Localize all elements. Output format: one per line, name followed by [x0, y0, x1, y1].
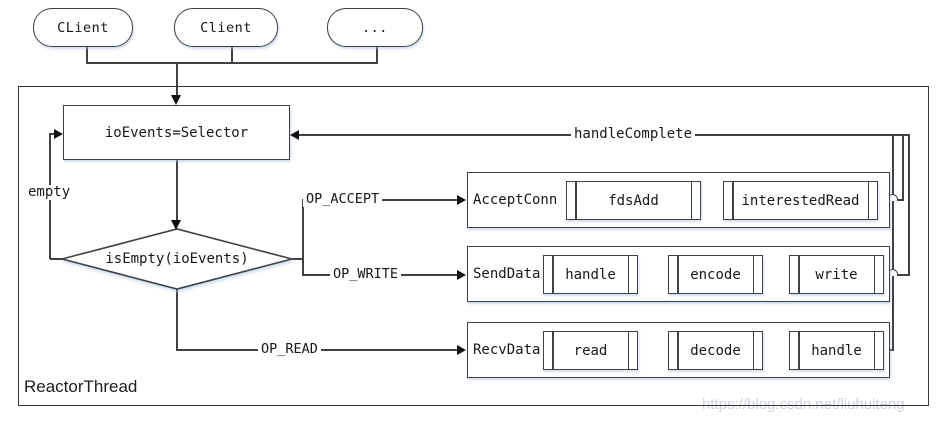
empty-loop-top-line [50, 133, 56, 135]
senddata-row: SendData handle encode write [467, 246, 890, 302]
subroutine-bar [627, 332, 629, 369]
client-node-2: Client [174, 8, 278, 47]
step-interestedread-label: interestedRead [741, 192, 860, 209]
selector-to-decision-line [176, 160, 178, 222]
acceptconn-feedback-line [902, 134, 904, 200]
subroutine-bar [677, 256, 679, 293]
op-read-arrow-icon [457, 345, 466, 355]
handle-complete-arrow-icon [290, 130, 299, 140]
senddata-feedback-line [908, 134, 910, 275]
step-handle-recv-label: handle [811, 342, 862, 359]
selector-box: ioEvents=Selector [63, 105, 290, 160]
empty-loop-bottom-line [50, 258, 65, 260]
subroutine-bar [798, 332, 800, 369]
op-write-arrow-icon [457, 270, 466, 280]
empty-loop-arrow-icon [54, 129, 63, 139]
subroutine-bar [752, 256, 754, 293]
step-write-label: write [815, 266, 858, 283]
client-node-more: ... [327, 8, 423, 47]
empty-label: empty [25, 185, 74, 200]
client-node-more-label: ... [362, 19, 388, 36]
op-read-vertical-line [176, 288, 178, 350]
subroutine-bar [552, 256, 554, 293]
subroutine-bar [575, 182, 577, 219]
subroutine-bar [867, 182, 869, 219]
decision-diamond [60, 228, 294, 290]
subroutine-bar [798, 256, 800, 293]
reactor-thread-label: ReactorThread [24, 377, 138, 396]
client1-stub-line [86, 47, 88, 63]
subroutine-bar [752, 332, 754, 369]
handle-complete-label: handleComplete [571, 127, 696, 142]
client3-stub-line [376, 47, 378, 63]
client-node-1-label: CLient [57, 19, 109, 36]
step-handle-send: handle [543, 255, 638, 294]
step-read-label: read [573, 342, 608, 359]
step-encode: encode [668, 255, 763, 294]
watermark-text: https://blog.csdn.net/liuhuiteng [702, 396, 905, 413]
selector-to-decision-arrow-icon [171, 220, 181, 230]
decision-right-line [292, 258, 303, 260]
recvdata-row: RecvData read decode handle [467, 322, 890, 378]
recvdata-feedback-line [892, 134, 894, 350]
subroutine-bar [873, 256, 875, 293]
op-accept-label: OP_ACCEPT [303, 192, 383, 207]
subroutine-bar [552, 332, 554, 369]
op-read-label: OP_READ [258, 342, 321, 357]
step-read: read [543, 331, 638, 370]
clients-to-selector-line [176, 62, 178, 96]
reactor-thread-container [18, 86, 929, 406]
senddata-feedback-jog [896, 274, 910, 276]
branch-split-line [302, 199, 304, 276]
step-encode-label: encode [690, 266, 741, 283]
selector-label: ioEvents=Selector [104, 124, 249, 141]
op-accept-arrow-icon [457, 195, 466, 205]
step-decode-label: decode [690, 342, 741, 359]
acceptconn-row: AcceptConn fdsAdd interestedRead [467, 172, 890, 228]
client-node-1: CLient [33, 8, 133, 47]
step-handle-send-label: handle [565, 266, 616, 283]
step-handle-recv: handle [789, 331, 884, 370]
decision-label: isEmpty(ioEvents) [105, 251, 249, 267]
subroutine-bar [677, 332, 679, 369]
acceptconn-label: AcceptConn [473, 192, 558, 208]
step-interestedread: interestedRead [723, 181, 878, 220]
recvdata-label: RecvData [473, 342, 541, 358]
op-write-label: OP_WRITE [330, 267, 402, 282]
step-decode: decode [668, 331, 763, 370]
senddata-label: SendData [473, 266, 541, 282]
step-fdsadd: fdsAdd [566, 181, 701, 220]
subroutine-bar [873, 332, 875, 369]
subroutine-bar [732, 182, 734, 219]
subroutine-bar [627, 256, 629, 293]
recvdata-feedback-jog [889, 349, 894, 351]
step-fdsadd-label: fdsAdd [608, 192, 659, 209]
client-bus-line [86, 62, 378, 64]
step-write: write [789, 255, 884, 294]
subroutine-bar [690, 182, 692, 219]
clients-to-selector-arrow-icon [171, 95, 181, 105]
acceptconn-feedback-jog [896, 199, 904, 201]
client2-stub-line [231, 47, 233, 63]
client-node-2-label: Client [200, 19, 252, 36]
